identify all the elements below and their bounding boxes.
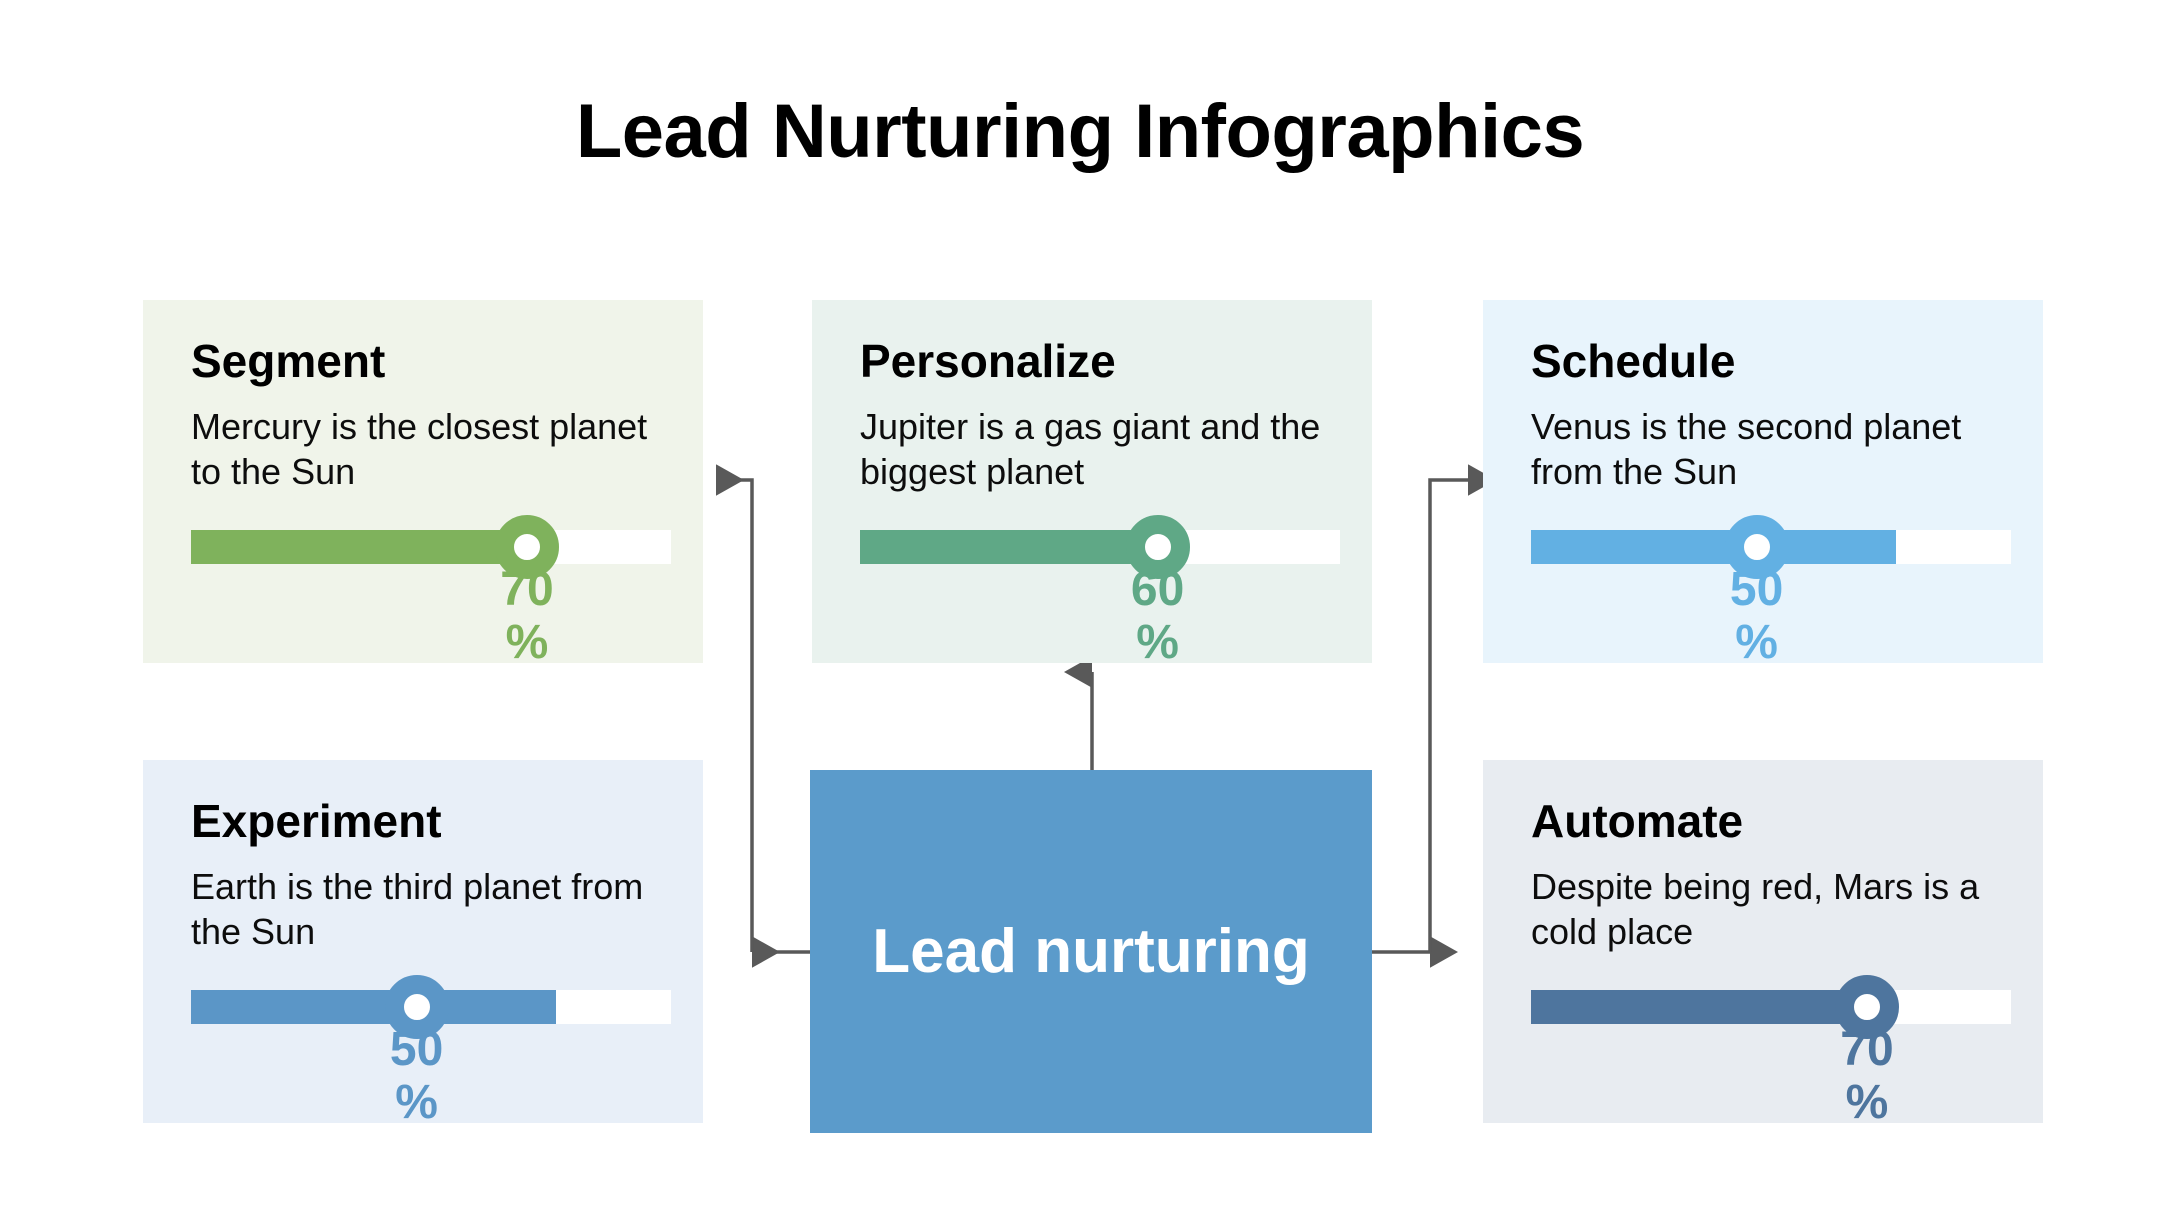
slider-knob[interactable] (1835, 975, 1899, 1039)
card-description-segment: Mercury is the closest planet to the Sun (191, 406, 648, 492)
connector-hub-to-schedule (1428, 464, 1496, 952)
slider-fill (1531, 990, 1867, 1024)
slider-fill (191, 990, 556, 1024)
slider-value-label: 70 % (1807, 1023, 1927, 1130)
card-description-automate: Despite being red, Mars is a cold place (1531, 866, 1980, 952)
connector-left-group (716, 464, 810, 968)
connector-right-group (1372, 464, 1496, 968)
card-automate[interactable]: Automate Despite being red, Mars is a co… (1483, 760, 2043, 1129)
card-segment[interactable]: Segment Mercury is the closest planet to… (143, 300, 703, 669)
card-description-schedule: Venus is the second planet from the Sun (1531, 406, 1962, 492)
card-description-experiment: Earth is the third planet from the Sun (191, 866, 644, 952)
progress-slider-automate[interactable]: 70 % (1531, 975, 2011, 1129)
progress-slider-personalize[interactable]: 60 % (860, 515, 1340, 669)
slider-value-label: 70 % (467, 563, 587, 670)
slider-value-label: 50 % (1697, 563, 1817, 670)
slider-knob[interactable] (495, 515, 559, 579)
slider-value-unit: % (395, 1075, 438, 1129)
card-personalize[interactable]: Personalize Jupiter is a gas giant and t… (812, 300, 1372, 669)
slider-value-label: 60 % (1098, 563, 1218, 670)
card-schedule[interactable]: Schedule Venus is the second planet from… (1483, 300, 2043, 669)
page-title: Lead Nurturing Infographics (575, 89, 1585, 174)
slider-value-unit: % (1136, 615, 1179, 669)
slider-fill (1531, 530, 1896, 564)
slider-value-unit: % (1845, 1075, 1889, 1129)
slider-value-label: 50 % (357, 1023, 477, 1130)
slider-value-unit: % (1735, 615, 1778, 669)
progress-slider-schedule[interactable]: 50 % (1531, 515, 2011, 669)
slider-knob[interactable] (1125, 515, 1190, 579)
card-title-automate: Automate (1531, 795, 1744, 847)
card-title-schedule: Schedule (1531, 335, 1736, 387)
slider-fill (191, 530, 527, 564)
card-title-segment: Segment (191, 335, 386, 387)
card-title-experiment: Experiment (191, 795, 442, 847)
hub-label: Lead nurturing (872, 916, 1310, 986)
progress-slider-segment[interactable]: 70 % (191, 515, 671, 669)
card-description-personalize: Jupiter is a gas giant and the biggest p… (860, 406, 1321, 492)
card-experiment[interactable]: Experiment Earth is the third planet fro… (143, 760, 703, 1129)
slider-value-unit: % (505, 615, 549, 669)
slider-knob[interactable] (1724, 515, 1789, 579)
hub-lead-nurturing[interactable]: Lead nurturing (810, 770, 1372, 1133)
progress-slider-experiment[interactable]: 50 % (191, 975, 671, 1129)
card-title-personalize: Personalize (860, 335, 1116, 387)
slider-knob[interactable] (384, 975, 449, 1039)
connector-hub-to-segment (716, 464, 754, 952)
slider-fill (860, 530, 1158, 564)
